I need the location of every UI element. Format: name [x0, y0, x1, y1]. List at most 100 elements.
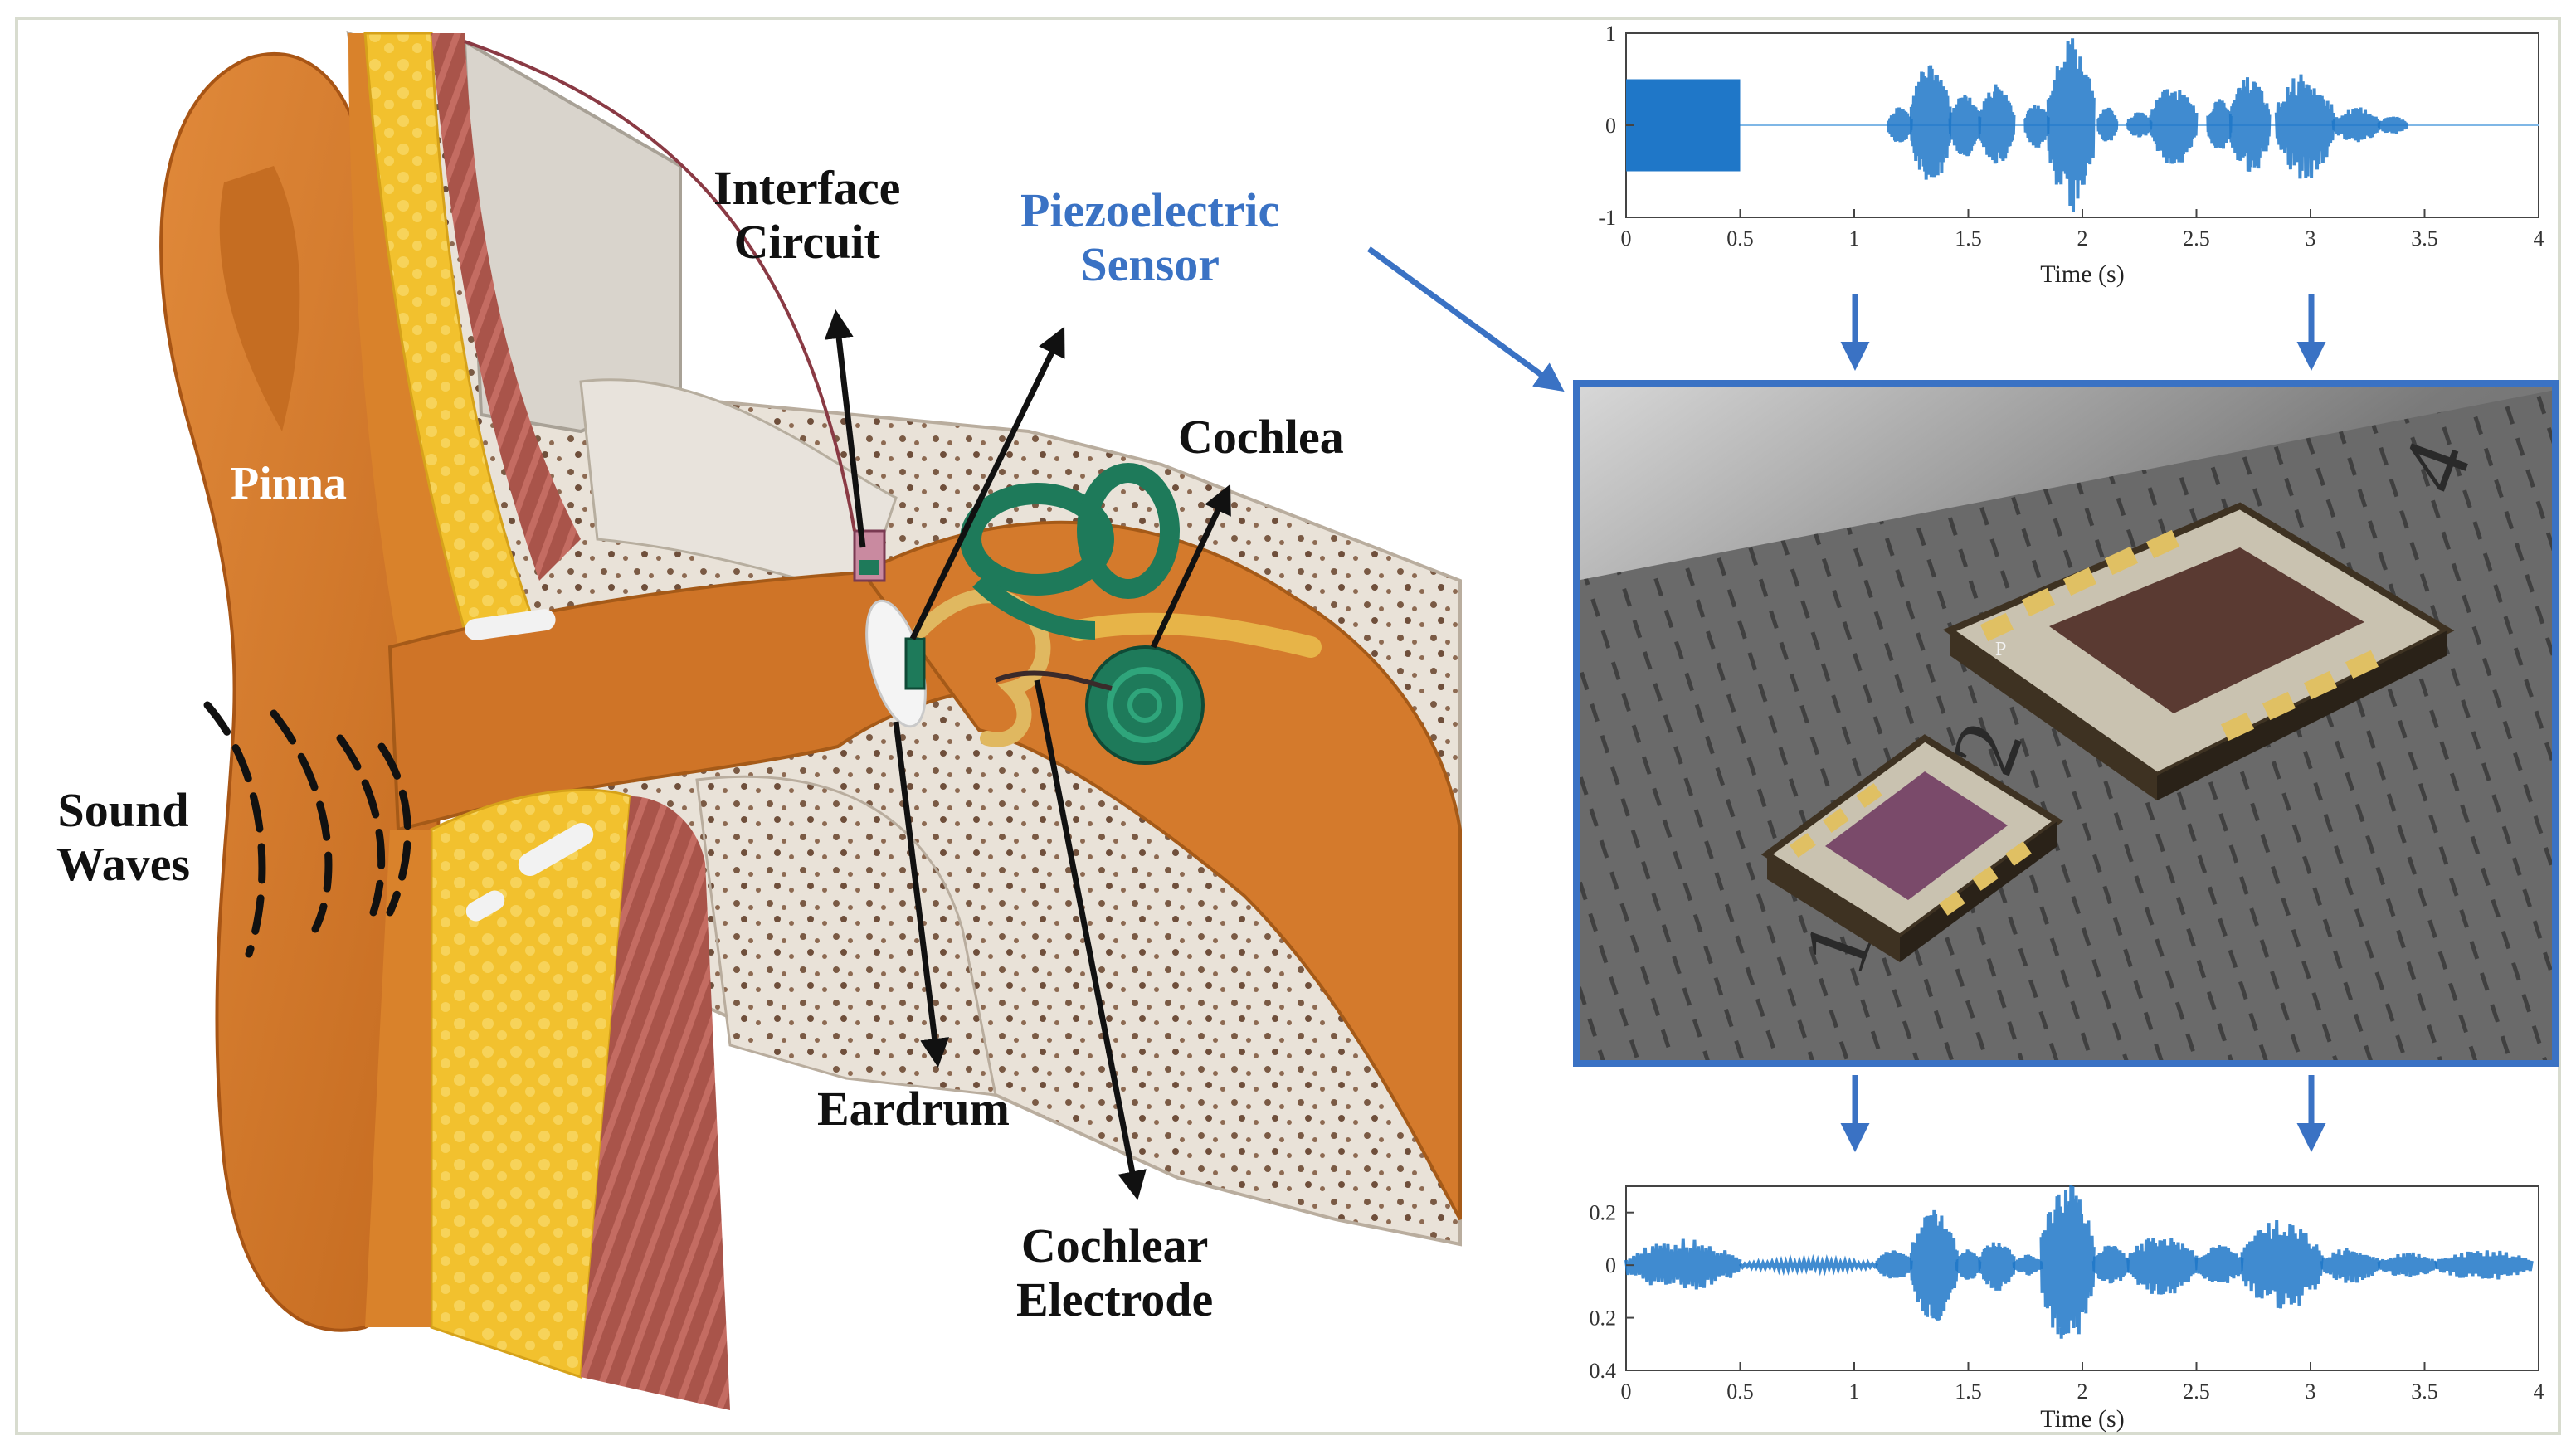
waveform-segment — [1909, 1209, 1959, 1321]
label-interface-circuit-line2: Circuit — [733, 214, 880, 269]
waveform-segment — [1948, 95, 1982, 157]
ear-anatomy-illustration — [159, 30, 1462, 1410]
waveform-segment — [2012, 1254, 2043, 1276]
waveform-segment — [2240, 1219, 2324, 1309]
x-tick-label: 0.5 — [1726, 1379, 1754, 1404]
anatomy-arrows — [824, 309, 1231, 1200]
pinna-inner-fold — [219, 166, 300, 431]
cochlear-electrode-wire — [994, 670, 1113, 691]
arrow-piezo-sensor — [909, 326, 1065, 640]
waveform-segment — [2320, 1248, 2381, 1283]
waveform-segment — [1909, 65, 1952, 180]
label-cochlear-electrode-line2: Electrode — [1016, 1272, 1214, 1326]
label-piezoelectric-sensor: Piezoelectric Sensor — [1020, 183, 1280, 292]
x-tick-label: 3 — [2306, 226, 2316, 251]
label-interface-circuit: Interface Circuit — [713, 161, 901, 270]
label-pinna: Pinna — [231, 458, 348, 509]
interface-circuit-chip — [859, 560, 879, 575]
label-eardrum: Eardrum — [817, 1082, 1010, 1136]
waveform-segment — [2331, 107, 2381, 143]
implant-wire — [464, 40, 856, 532]
x-tick-label: 2 — [2077, 226, 2088, 251]
label-sound-waves: Sound Waves — [56, 783, 191, 892]
flow-arrows — [1840, 294, 2326, 1152]
label-piezoelectric-sensor-line2: Sensor — [1080, 236, 1220, 291]
waveform-segment — [1738, 1253, 1879, 1277]
x-tick-label: 3 — [2306, 1379, 2316, 1404]
waveform-segment — [2194, 1245, 2244, 1283]
waveform-segment — [2149, 89, 2199, 164]
waveform-segment — [2126, 112, 2153, 138]
label-cochlear-electrode: Cochlear Electrode — [1016, 1219, 1213, 1327]
arrow-sensor-to-photo — [1366, 246, 1565, 392]
waveform-segment — [2434, 1250, 2534, 1280]
canal-wall-face — [579, 378, 898, 599]
y-tick-label: 1 — [1605, 22, 1616, 46]
ossicles — [913, 588, 1051, 747]
sensor-chip-small — [1760, 734, 2064, 962]
waveform-segment — [2091, 1245, 2130, 1284]
waveform-segment — [1875, 1250, 1913, 1279]
x-tick-label: 0.5 — [1726, 226, 1754, 251]
y-tick-label: 0 — [1605, 114, 1616, 138]
bone-chip — [518, 823, 594, 876]
label-sound-waves-line1: Sound — [57, 783, 189, 837]
arrow-cochlear-electrode — [1034, 679, 1147, 1200]
waveform-segment — [2039, 1185, 2096, 1339]
x-tick-label: 4 — [2534, 226, 2544, 251]
x-tick-label: 1 — [1849, 226, 1860, 251]
bone-chip — [465, 890, 505, 922]
arrow-cochlea — [1150, 484, 1231, 649]
sensor-photo: 4 2 1 P — [1573, 380, 2559, 1067]
y-tick-label: 0 — [1605, 1253, 1616, 1277]
x-tick-label: 3.5 — [2411, 226, 2438, 251]
x-tick-label: 0 — [1621, 1379, 1632, 1404]
x-tick-label: 2.5 — [2183, 226, 2210, 251]
label-cochlea: Cochlea — [1178, 410, 1344, 464]
x-tick-label: 1 — [1849, 1379, 1860, 1404]
y-tick-label: 0.2 — [1590, 1201, 1617, 1225]
chart-output-xlabel: Time (s) — [2040, 1405, 2124, 1433]
label-cochlear-electrode-line1: Cochlear — [1020, 1219, 1209, 1272]
waveform-segment — [2023, 105, 2050, 148]
x-tick-label: 4 — [2534, 1379, 2544, 1404]
waveform-segment — [2126, 1237, 2199, 1295]
waveform-segment — [1978, 1242, 2016, 1291]
waveform-segment — [2377, 1252, 2438, 1277]
bone-chip — [465, 609, 556, 640]
y-tick-label: 0.4 — [1590, 1359, 1617, 1383]
waveform-segment — [2228, 77, 2272, 172]
waveform-segment — [2274, 74, 2335, 179]
waveform-segment — [2096, 107, 2119, 142]
x-tick-label: 1.5 — [1955, 226, 1982, 251]
auditory-nerve — [1068, 612, 1322, 658]
x-tick-label: 3.5 — [2411, 1379, 2438, 1404]
skin-layer-lower — [365, 830, 431, 1327]
x-tick-label: 0 — [1621, 226, 1632, 251]
cochlea-structure — [960, 463, 1205, 765]
chart-sensor-output: 0 0.5 1 1.5 2 2.5 3 3.5 4 0.2 0 0.2 0.4 Time (s) — [1590, 1185, 2544, 1433]
x-tick-label: 2.5 — [2183, 1379, 2210, 1404]
waveform-segment — [2206, 99, 2233, 149]
waveform-segment — [2046, 38, 2096, 212]
label-sound-waves-line2: Waves — [56, 836, 191, 891]
y-tick-label: 0.2 — [1590, 1306, 1617, 1331]
sensor-chip-large: P — [1942, 502, 2455, 800]
waveform-block — [1626, 79, 1741, 172]
sensor-photo-frame — [1573, 380, 2559, 1067]
x-tick-label: 2 — [2077, 1379, 2088, 1404]
label-interface-circuit-line1: Interface — [713, 161, 901, 215]
waveform-segment — [1978, 84, 2016, 164]
label-piezoelectric-sensor-line1: Piezoelectric — [1020, 183, 1280, 237]
piezo-sensor-device — [904, 637, 926, 690]
muscle-layer-lower — [581, 796, 730, 1410]
bone-lower — [695, 775, 997, 1097]
sound-waves-icon — [203, 701, 411, 958]
chip-letter: P — [1995, 639, 2006, 660]
fat-layer-lower — [430, 788, 632, 1379]
x-tick-label: 1.5 — [1955, 1379, 1982, 1404]
waveform-segment — [2377, 116, 2408, 134]
waveform-segment — [1955, 1249, 1982, 1280]
waveform-segment — [1887, 107, 1913, 143]
